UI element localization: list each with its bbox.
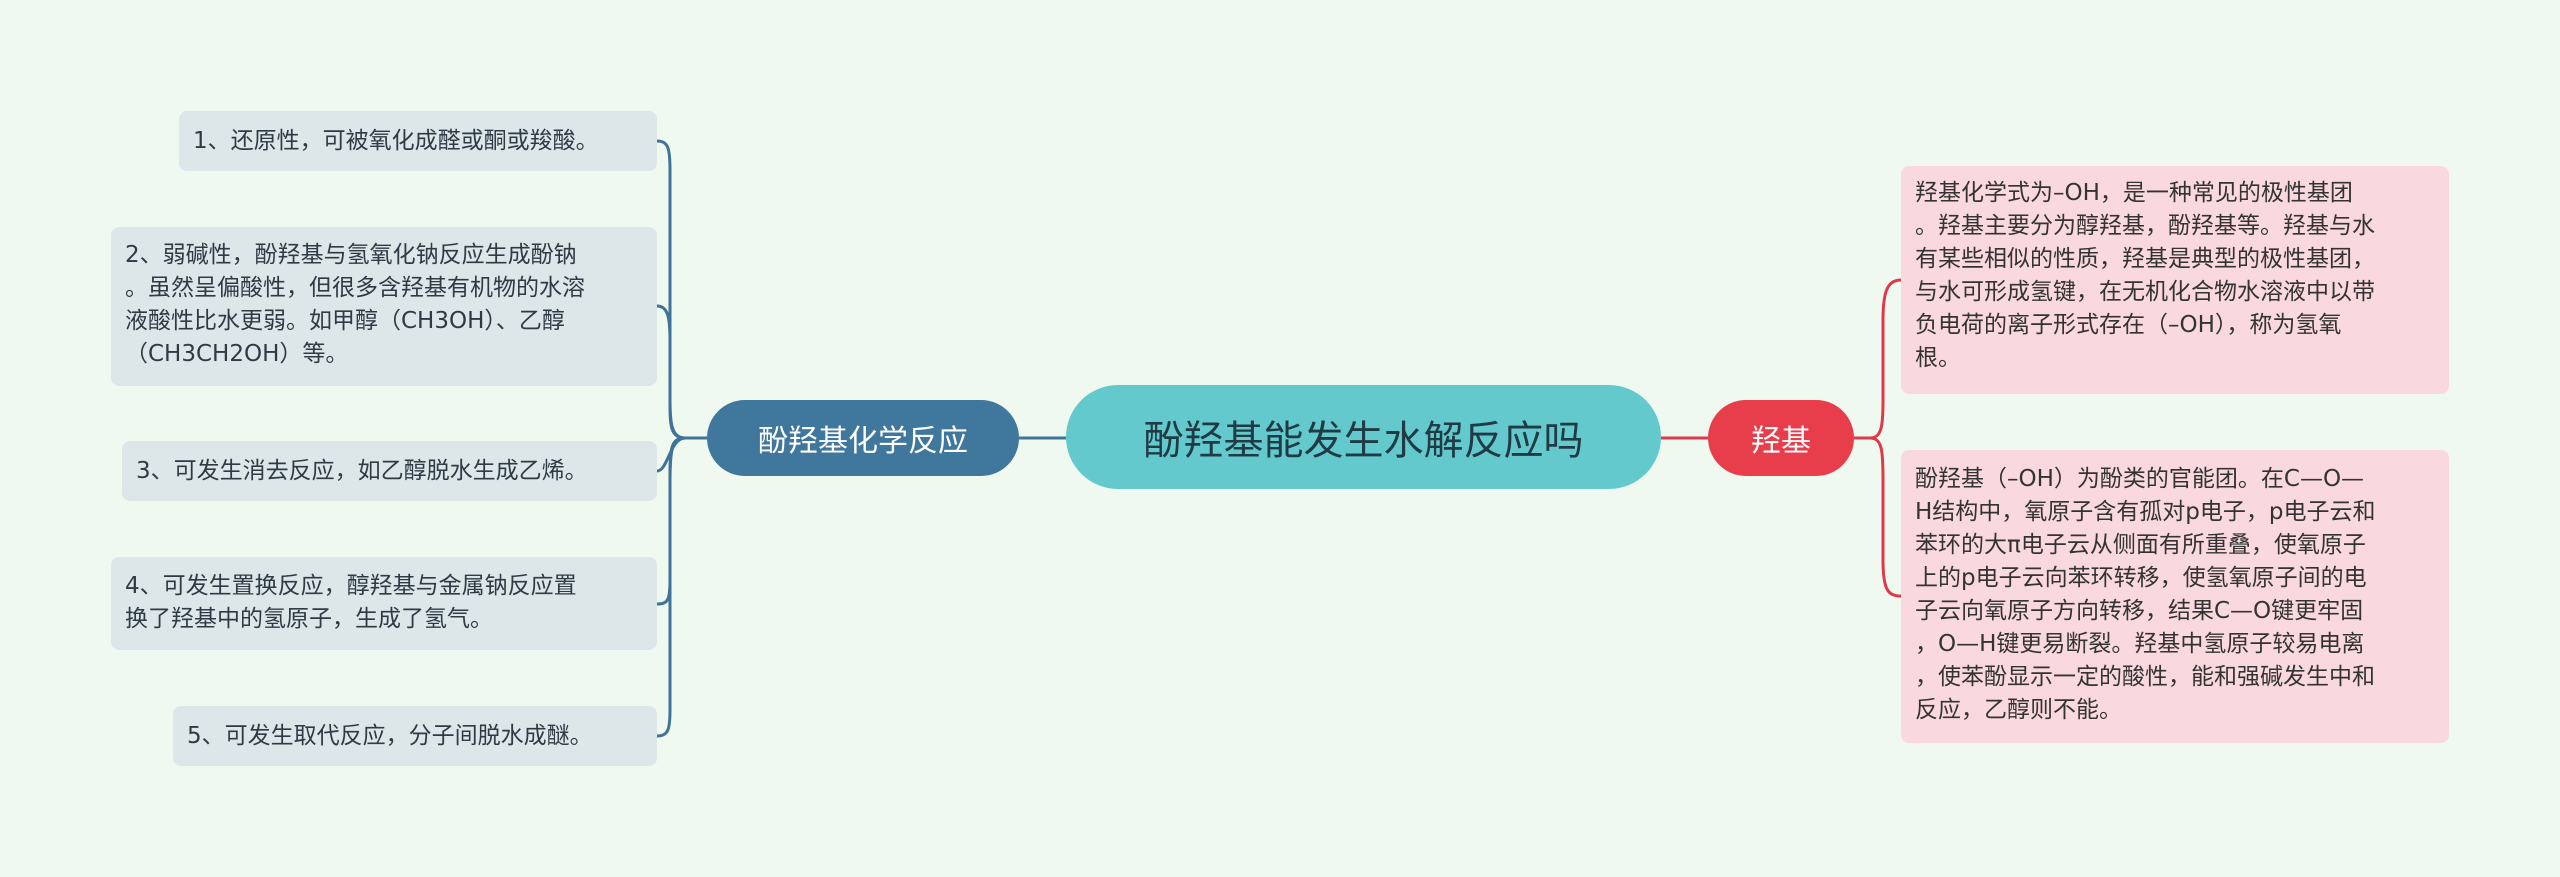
- leaf-phenol-hydroxyl-structure[interactable]: 酚羟基（–OH）为酚类的官能团。在C—O— H结构中，氧原子含有孤对p电子，p电…: [1901, 450, 2449, 743]
- leaf-hydroxyl-definition[interactable]: 羟基化学式为–OH，是一种常见的极性基团 。羟基主要分为醇羟基，酚羟基等。羟基与…: [1901, 166, 2449, 394]
- leaf-elimination[interactable]: 3、可发生消去反应，如乙醇脱水生成乙烯。: [122, 441, 657, 501]
- left-branch-connectors: [656, 139, 707, 738]
- leaf-weak-basicity[interactable]: 2、弱碱性，酚羟基与氢氧化钠反应生成酚钠 。虽然呈偏酸性，但很多含羟基有机物的水…: [111, 227, 657, 386]
- central-topic[interactable]: 酚羟基能发生水解反应吗: [1066, 385, 1661, 489]
- branch-hydroxyl[interactable]: 羟基: [1708, 400, 1854, 476]
- leaf-reducibility[interactable]: 1、还原性，可被氧化成醛或酮或羧酸。: [179, 111, 657, 171]
- leaf-dehydration-ether[interactable]: 5、可发生取代反应，分子间脱水成醚。: [173, 706, 657, 766]
- right-branch-connectors: [1854, 278, 1902, 598]
- branch-phenol-hydroxyl-reactions[interactable]: 酚羟基化学反应: [707, 400, 1019, 476]
- leaf-substitution-sodium[interactable]: 4、可发生置换反应，醇羟基与金属钠反应置 换了羟基中的氢原子，生成了氢气。: [111, 557, 657, 650]
